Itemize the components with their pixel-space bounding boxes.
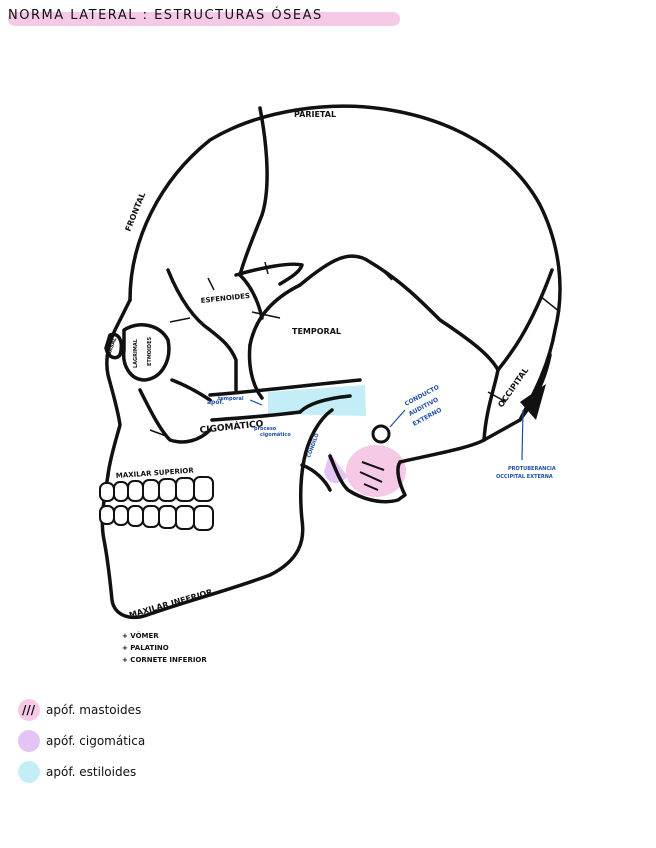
label-apof-2: temporal (218, 396, 244, 402)
label-protuberancia-1: PROTUBERANCIA (508, 466, 556, 472)
skull-outline (102, 106, 560, 617)
legend-item-cigomatica: apóf. cigomática (18, 725, 145, 756)
legend: /// apóf. mastoides apóf. cigomática apó… (18, 694, 145, 787)
legend-label: apóf. cigomática (46, 734, 145, 748)
note-item: + PALATINO (122, 642, 207, 654)
legend-item-estiloides: apóf. estiloides (18, 756, 145, 787)
legend-swatch-estiloides (18, 761, 40, 783)
legend-swatch-mastoides: /// (18, 699, 40, 721)
teeth (100, 477, 213, 530)
label-esfenoides: ESFENOIDES (200, 292, 250, 305)
label-lagrimal: LAGRIMAL (133, 338, 139, 368)
legend-label: apóf. estiloides (46, 765, 136, 779)
note-item: + VÓMER (122, 630, 207, 642)
legend-label: apóf. mastoides (46, 703, 141, 717)
label-temporal: TEMPORAL (292, 327, 341, 336)
legend-hatch: /// (22, 703, 35, 717)
label-maxilar-inferior: MAXILAR INFERIOR (128, 588, 213, 620)
label-parietal: PARIETAL (294, 110, 336, 119)
label-protuberancia-2: OCCIPITAL EXTERNA (496, 474, 553, 480)
ear-canal (373, 426, 389, 442)
label-apof-zig-2: cigomático (260, 431, 291, 438)
note-item: + CORNETE INFERIOR (122, 654, 207, 666)
legend-item-mastoides: /// apóf. mastoides (18, 694, 145, 725)
notes-list: + VÓMER + PALATINO + CORNETE INFERIOR (122, 630, 207, 666)
label-etmoides: ETMOIDES (147, 337, 153, 366)
legend-swatch-cigomatica (18, 730, 40, 752)
